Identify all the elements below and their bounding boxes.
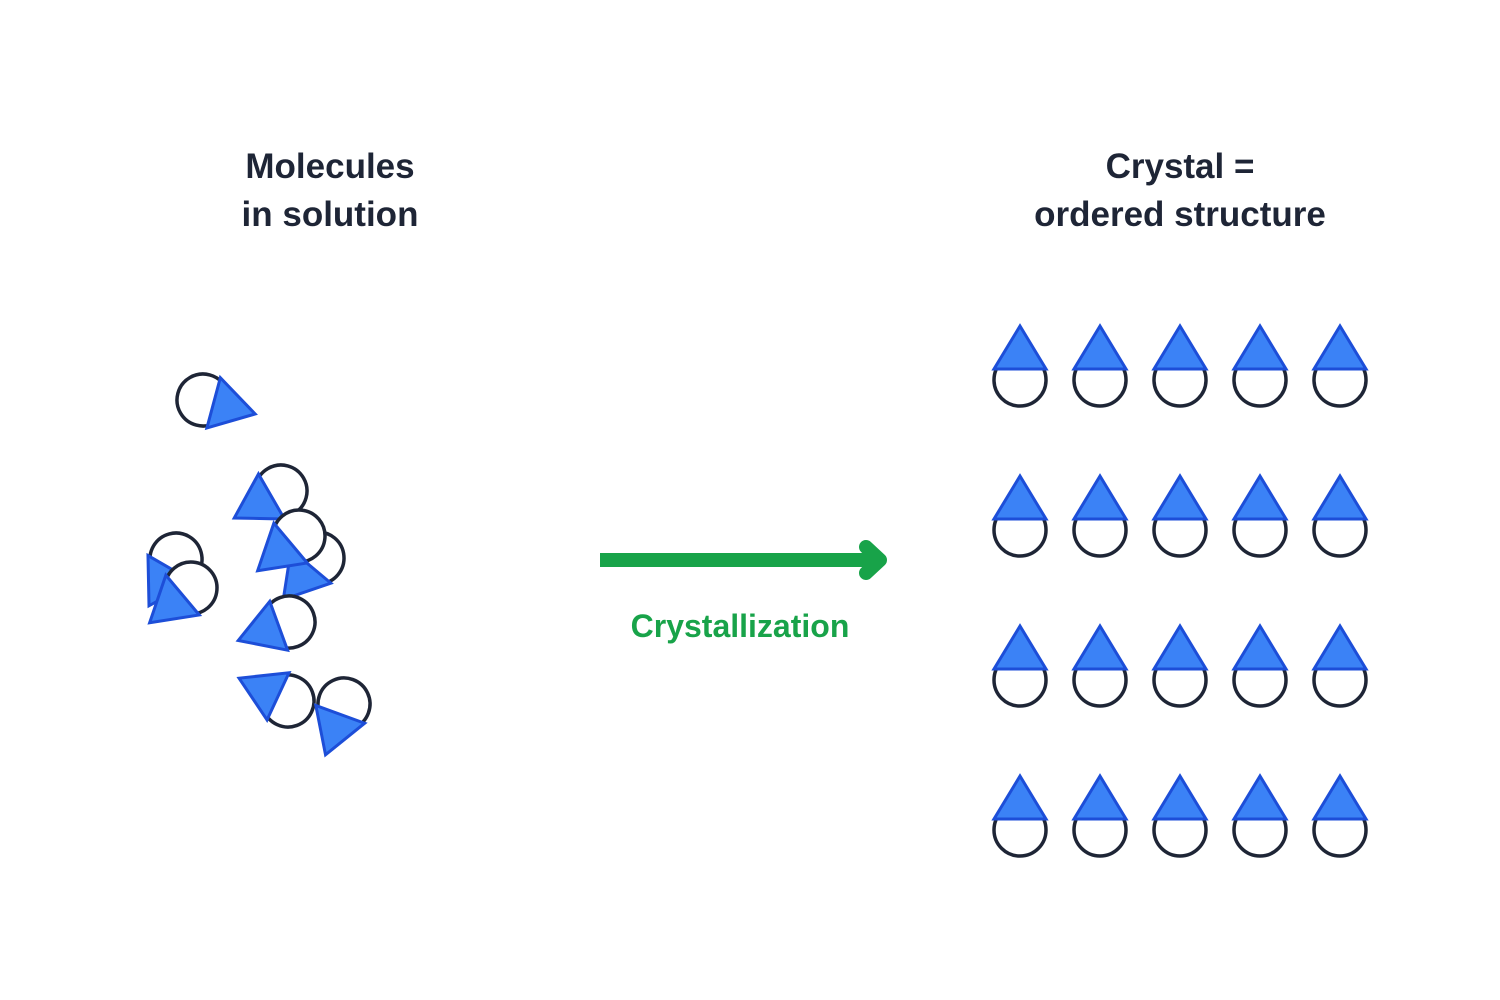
molecule-triangle <box>991 323 1049 371</box>
molecule-triangle <box>991 623 1049 671</box>
molecule <box>147 560 219 625</box>
crystal-lattice <box>991 323 1369 858</box>
molecule-triangle <box>1311 623 1369 671</box>
molecule <box>1151 623 1209 708</box>
crystal-heading: Crystal = ordered structure <box>930 143 1430 239</box>
molecule <box>991 473 1049 558</box>
molecule <box>991 323 1049 408</box>
solution-heading-line1: Molecules <box>245 147 415 186</box>
molecule-triangle <box>1311 323 1369 371</box>
molecule <box>1151 773 1209 858</box>
molecule <box>1311 623 1369 708</box>
molecule-triangle <box>1231 623 1289 671</box>
molecule-triangle <box>1071 473 1129 521</box>
molecule <box>1151 473 1209 558</box>
molecule-triangle <box>255 520 311 573</box>
molecule <box>991 773 1049 858</box>
molecule-triangle <box>1151 773 1209 821</box>
molecule <box>235 594 317 653</box>
molecule-triangle <box>1071 623 1129 671</box>
molecule-triangle <box>1231 473 1289 521</box>
molecule <box>175 372 258 431</box>
molecule-triangle <box>231 470 288 521</box>
molecule <box>1311 773 1369 858</box>
molecule <box>1311 473 1369 558</box>
molecule <box>1071 773 1129 858</box>
molecule-triangle <box>1231 323 1289 371</box>
molecule <box>1151 323 1209 408</box>
molecule-triangle <box>1231 773 1289 821</box>
molecule <box>1231 473 1289 558</box>
molecule-triangle <box>1151 623 1209 671</box>
molecule-triangle <box>313 703 368 758</box>
molecule-triangle <box>204 374 258 431</box>
molecule-triangle <box>1071 323 1129 371</box>
molecule-triangle <box>1311 773 1369 821</box>
crystal-heading-line2: ordered structure <box>1034 195 1326 234</box>
molecule <box>1311 323 1369 408</box>
molecule <box>1071 623 1129 708</box>
solution-heading: Molecules in solution <box>80 143 580 239</box>
molecule <box>991 623 1049 708</box>
arrow-head <box>859 540 887 580</box>
molecule-triangle <box>147 572 203 625</box>
crystallization-arrow <box>600 540 887 580</box>
solution-molecules <box>146 372 372 758</box>
molecule-triangle <box>991 773 1049 821</box>
molecule-triangle <box>236 671 292 723</box>
molecule <box>236 671 316 729</box>
molecule <box>313 676 372 758</box>
molecule-triangle <box>1151 473 1209 521</box>
molecule <box>1071 473 1129 558</box>
molecule-triangle <box>991 473 1049 521</box>
molecule <box>1231 773 1289 858</box>
molecule-triangle <box>1311 473 1369 521</box>
molecule-triangle <box>1071 773 1129 821</box>
molecule-triangle <box>1151 323 1209 371</box>
arrow-label: Crystallization <box>630 608 850 644</box>
crystal-heading-line1: Crystal = <box>1105 147 1255 186</box>
molecule <box>1231 323 1289 408</box>
molecule <box>231 463 309 521</box>
molecule <box>1231 623 1289 708</box>
solution-heading-line2: in solution <box>241 195 419 234</box>
molecule-triangle <box>235 598 290 653</box>
molecule <box>255 508 327 573</box>
molecule <box>1071 323 1129 408</box>
